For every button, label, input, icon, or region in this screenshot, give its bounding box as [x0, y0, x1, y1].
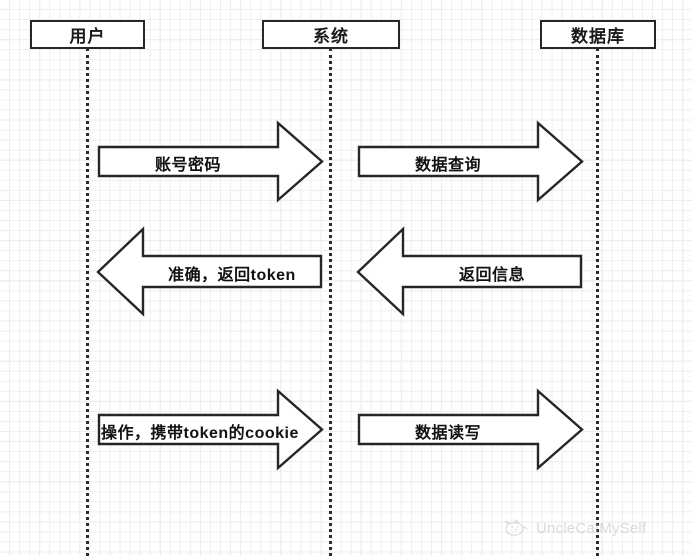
actor-label-database: 数据库: [571, 27, 625, 46]
message-arrow-operation-token-cookie[interactable]: 操作，携带token的cookie: [97, 388, 324, 471]
message-arrow-data-readwrite[interactable]: 数据读写: [357, 388, 584, 471]
block-arrow-left-shape: [356, 226, 583, 317]
message-arrow-data-query[interactable]: 数据查询: [357, 120, 584, 203]
watermark: UncleCatMySelf: [503, 518, 646, 538]
actor-label-user: 用户: [69, 27, 106, 46]
lifeline-system: [329, 48, 332, 556]
lifeline-database: [596, 48, 599, 556]
message-arrow-return-info[interactable]: 返回信息: [356, 226, 583, 317]
message-arrow-account-password[interactable]: 账号密码: [97, 120, 324, 203]
actor-box-database[interactable]: 数据库: [540, 20, 656, 49]
actor-label-system: 系统: [313, 27, 349, 46]
block-arrow-right-shape: [97, 120, 324, 203]
block-arrow-right-shape: [357, 388, 584, 471]
message-arrow-return-token[interactable]: 准确，返回token: [96, 226, 323, 317]
cat-icon: [505, 519, 528, 536]
watermark-text: UncleCatMySelf: [536, 519, 647, 537]
actor-box-system[interactable]: 系统: [262, 20, 400, 49]
actor-box-user[interactable]: 用户: [30, 20, 145, 49]
lifeline-user: [86, 48, 89, 556]
block-arrow-right-shape: [357, 120, 584, 203]
block-arrow-left-shape: [96, 226, 323, 317]
block-arrow-right-shape: [97, 388, 324, 471]
